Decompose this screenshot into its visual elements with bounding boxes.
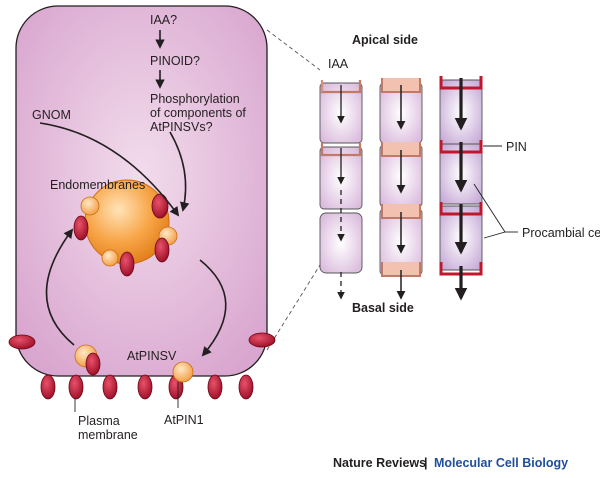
pin-protein [207, 374, 223, 400]
credit-title: Molecular Cell Biology [434, 456, 568, 470]
endomembrane-compartment [73, 179, 178, 277]
journal-credit: Nature Reviews | Molecular Cell Biology [333, 456, 568, 470]
cascade-phospho-1: Phosphorylation [150, 92, 240, 106]
pin-label: PIN [506, 140, 527, 154]
arrow-phospho [169, 131, 190, 212]
gnom-label: GNOM [32, 108, 71, 122]
pin-protein [154, 237, 170, 263]
cell-column-1 [319, 80, 363, 300]
atpinsv-label: AtPINSV [127, 349, 177, 363]
vesicle-right [172, 361, 194, 383]
credit-journal: Nature Reviews [333, 456, 426, 470]
plasma-membrane-label-1: Plasma [78, 414, 120, 428]
pin-protein [248, 332, 276, 348]
cascade-phospho-2: of components of [150, 106, 246, 120]
pin-protein [40, 374, 56, 400]
vesicle-left [74, 344, 101, 376]
arrow-endocytosis [45, 228, 75, 346]
endomembranes-label: Endomembranes [50, 178, 145, 192]
pin-protein [119, 251, 135, 277]
zoom-line-top [266, 29, 321, 71]
pin-protein [137, 374, 153, 400]
cell-column-2 [379, 78, 423, 300]
pin-protein [68, 374, 84, 400]
zoom-line-bottom [266, 264, 321, 351]
cascade-iaa: IAA? [150, 13, 177, 27]
plasma-membrane-label-2: membrane [78, 428, 138, 442]
pin-protein [238, 374, 254, 400]
arrow-gnom [39, 122, 180, 217]
pin-protein [8, 334, 36, 350]
cascade-labels: IAA? PINOID? Phosphorylation of componen… [150, 13, 246, 134]
pin-protein [102, 374, 118, 400]
cell-column-3 [439, 76, 483, 301]
procambial-cells-label: Procambial cells [522, 226, 600, 240]
cell-arrows [39, 30, 227, 357]
pin-protein [151, 193, 169, 219]
basal-side-label: Basal side [352, 301, 414, 315]
iaa-label: IAA [328, 57, 349, 71]
atpin1-label: AtPIN1 [164, 413, 204, 427]
arrow-exocytosis [199, 259, 227, 357]
cascade-phospho-3: AtPINSVs? [150, 120, 213, 134]
apical-side-label: Apical side [352, 33, 418, 47]
cascade-pinoid: PINOID? [150, 54, 200, 68]
pin-protein [73, 215, 89, 241]
credit-separator: | [424, 456, 428, 470]
